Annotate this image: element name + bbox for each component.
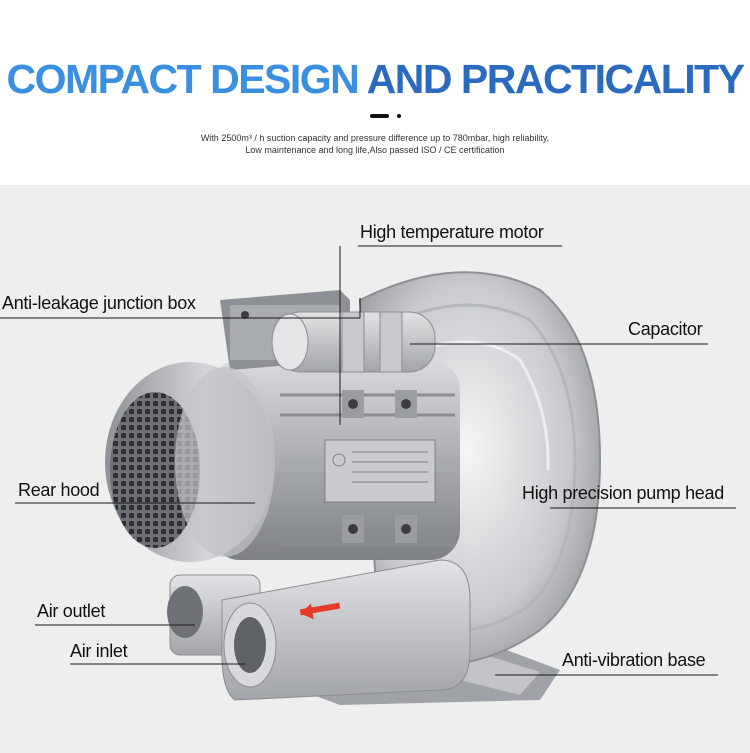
label-air-inlet: Air inlet: [70, 641, 128, 661]
subtitle-line-1: With 2500m³ / h suction capacity and pre…: [200, 133, 550, 143]
subtitle-line-2: Low maintenance and long life,Also passe…: [245, 145, 505, 155]
label-capacitor: Capacitor: [628, 319, 703, 339]
airflow-arrow-icon: [299, 602, 341, 620]
callout-lines: [0, 245, 736, 676]
label-high-temperature-motor: High temperature motor: [360, 222, 544, 242]
product-photo: High temperature motor Anti-leakage junc…: [0, 185, 750, 753]
title-divider-dot: [397, 114, 401, 118]
label-anti-vibration-base: Anti-vibration base: [562, 650, 706, 670]
motor-body-shape: [210, 360, 460, 560]
rear-hood-shape: [105, 362, 275, 562]
title-part-2: AND PRACTICALITY: [366, 56, 745, 102]
blower-illustration: [0, 245, 736, 705]
air-pipes-shape: [167, 559, 471, 701]
header-section: COMPACT DESIGN AND PRACTICALITY With 250…: [0, 0, 750, 185]
title-divider-dash: [370, 114, 389, 118]
label-rear-hood: Rear hood: [18, 480, 100, 500]
subtitle: With 2500m³ / h suction capacity and pre…: [0, 132, 750, 156]
label-anti-leakage-junction-box: Anti-leakage junction box: [2, 293, 196, 313]
page-title: COMPACT DESIGN AND PRACTICALITY: [0, 56, 750, 103]
title-part-1: COMPACT DESIGN: [6, 56, 359, 102]
capacitor-shape: [271, 311, 436, 373]
label-air-outlet: Air outlet: [37, 601, 106, 621]
label-high-precision-pump-head: High precision pump head: [522, 483, 724, 503]
